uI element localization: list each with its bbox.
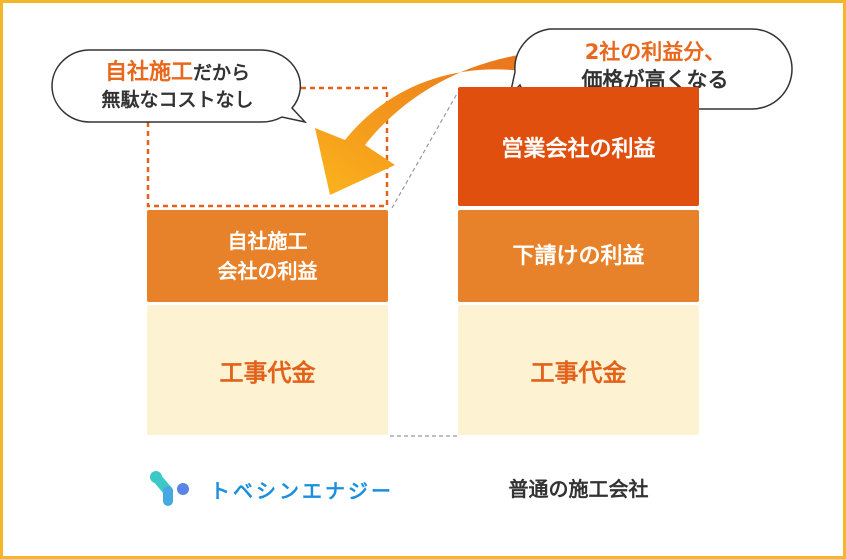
left-construction-block: 工事代金	[147, 305, 388, 435]
left-bubble-shape	[51, 49, 308, 124]
bubble-text-rest: だから	[193, 62, 251, 84]
guide-line-top	[391, 91, 459, 209]
logo-icon	[150, 471, 189, 506]
company-name: トベシンエナジー	[210, 478, 394, 503]
profit-line1: 自社施工	[227, 229, 308, 253]
right-construction-block: 工事代金	[458, 305, 699, 435]
construction-label: 工事代金	[219, 358, 316, 387]
sales-profit-label: 営業会社の利益	[501, 136, 656, 162]
profit-line2: 会社の利益	[217, 259, 318, 283]
right-sub-profit-block: 下請けの利益	[458, 210, 699, 302]
construction-label: 工事代金	[530, 358, 627, 387]
right-column-label: 普通の施工会社	[508, 477, 649, 501]
curved-arrow-icon	[315, 52, 540, 195]
sub-profit-label: 下請けの利益	[512, 243, 645, 269]
left-profit-block: 自社施工会社の利益	[147, 210, 388, 302]
bubble-line1: 2社の利益分、	[584, 40, 726, 64]
bubble-text-line2: 無駄なコストなし	[101, 88, 254, 111]
bubble-highlight: 自社施工	[104, 60, 193, 85]
company-logo: トベシンエナジー	[150, 471, 394, 507]
left-bubble-text: 自社施工だから 無駄なコストなし	[60, 58, 295, 113]
right-sales-profit-block: 営業会社の利益	[458, 87, 699, 206]
